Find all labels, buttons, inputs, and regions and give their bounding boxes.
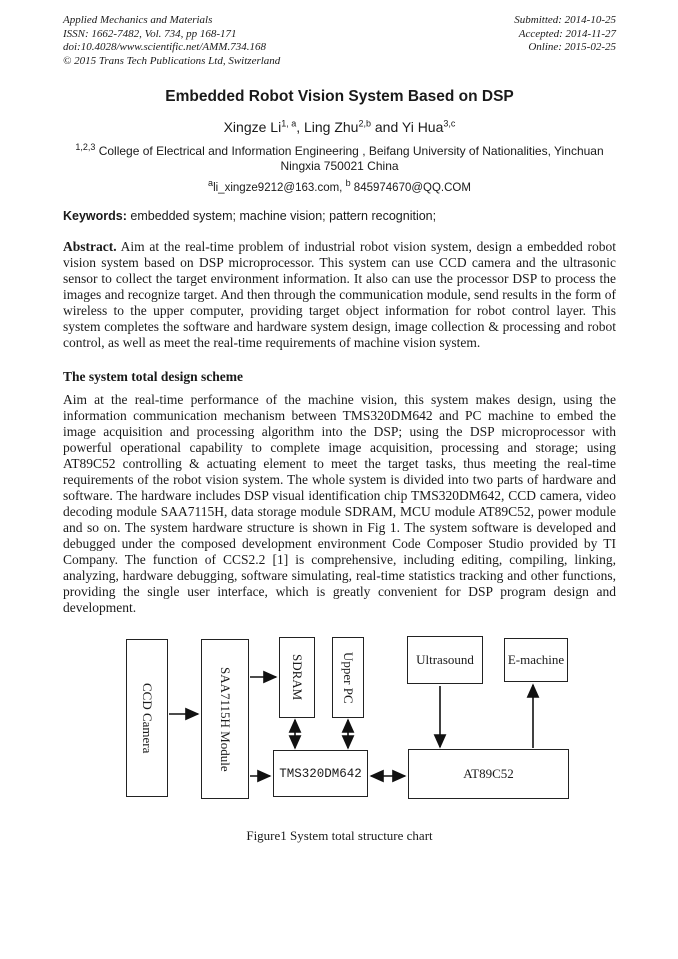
author-separator: , xyxy=(296,119,304,135)
box-upper-pc: Upper PC xyxy=(332,637,364,718)
journal-header-left: Applied Mechanics and Materials ISSN: 16… xyxy=(63,14,280,68)
keywords-label: Keywords: xyxy=(63,209,127,223)
author-separator: and xyxy=(370,119,402,135)
submitted-date: Submitted: 2014-10-25 xyxy=(514,14,616,26)
author-name: Ling Zhu xyxy=(303,119,359,135)
authors-line: Xingze Li1, a, Ling Zhu2,b and Yi Hua3,c xyxy=(63,119,616,135)
author-superscript: 1, a xyxy=(281,118,297,129)
journal-name: Applied Mechanics and Materials xyxy=(63,14,213,26)
keywords-text: embedded system; machine vision; pattern… xyxy=(126,209,437,223)
box-e-machine: E-machine xyxy=(504,638,568,682)
author-superscript: 2,b xyxy=(358,118,371,129)
affiliation-text: College of Electrical and Information En… xyxy=(98,144,604,173)
affiliation-line: 1,2,3 College of Electrical and Informat… xyxy=(63,142,616,174)
email-a: li_xingze9212@163.com, xyxy=(213,182,343,194)
abstract-label: Abstract. xyxy=(63,239,117,254)
diagram-arrows xyxy=(169,670,540,783)
email-b: 845974670@QQ.COM xyxy=(353,182,471,194)
section-body: Aim at the real-time performance of the … xyxy=(63,392,616,615)
email-superscript-a: a xyxy=(208,178,214,189)
author-name: Xingze Li xyxy=(223,119,282,135)
email-line: ali_xingze9212@163.com, b 845974670@QQ.C… xyxy=(63,179,616,194)
box-tms320dm642: TMS320DM642 xyxy=(273,750,368,797)
box-sdram: SDRAM xyxy=(279,637,315,718)
email-superscript-b: b xyxy=(345,178,351,189)
author-superscript: 3,c xyxy=(443,118,456,129)
abstract-paragraph: Abstract. Aim at the real-time problem o… xyxy=(63,239,616,351)
accepted-date: Accepted: 2014-11-27 xyxy=(518,27,616,40)
author-name: Yi Hua xyxy=(401,119,444,135)
box-ccd-camera: CCD Camera xyxy=(126,639,168,797)
paper-title: Embedded Robot Vision System Based on DS… xyxy=(165,88,514,105)
box-saa7115h-module: SAA7115H Module xyxy=(201,639,249,799)
journal-header-right: Submitted: 2014-10-25 Accepted: 2014-11-… xyxy=(514,14,616,68)
box-at89c52: AT89C52 xyxy=(408,749,569,799)
figure-diagram: CCD Camera SAA7115H Module SDRAM Upper P… xyxy=(0,630,678,815)
affiliation-superscript: 1,2,3 xyxy=(75,142,96,152)
keywords-line: Keywords: embedded system; machine visio… xyxy=(63,209,616,223)
section-heading: The system total design scheme xyxy=(63,369,243,384)
figure-caption: Figure1 System total structure chart xyxy=(246,828,433,843)
journal-header: Applied Mechanics and Materials ISSN: 16… xyxy=(63,14,616,68)
box-ultrasound: Ultrasound xyxy=(407,636,483,684)
abstract-text: Aim at the real-time problem of industri… xyxy=(63,239,616,350)
online-date: Online: 2015-02-25 xyxy=(528,41,616,53)
issn-line: ISSN: 1662-7482, Vol. 734, pp 168-171 xyxy=(63,27,237,40)
doi-line: doi:10.4028/www.scientific.net/AMM.734.1… xyxy=(63,41,266,53)
copyright-line: © 2015 Trans Tech Publications Ltd, Swit… xyxy=(63,54,281,67)
